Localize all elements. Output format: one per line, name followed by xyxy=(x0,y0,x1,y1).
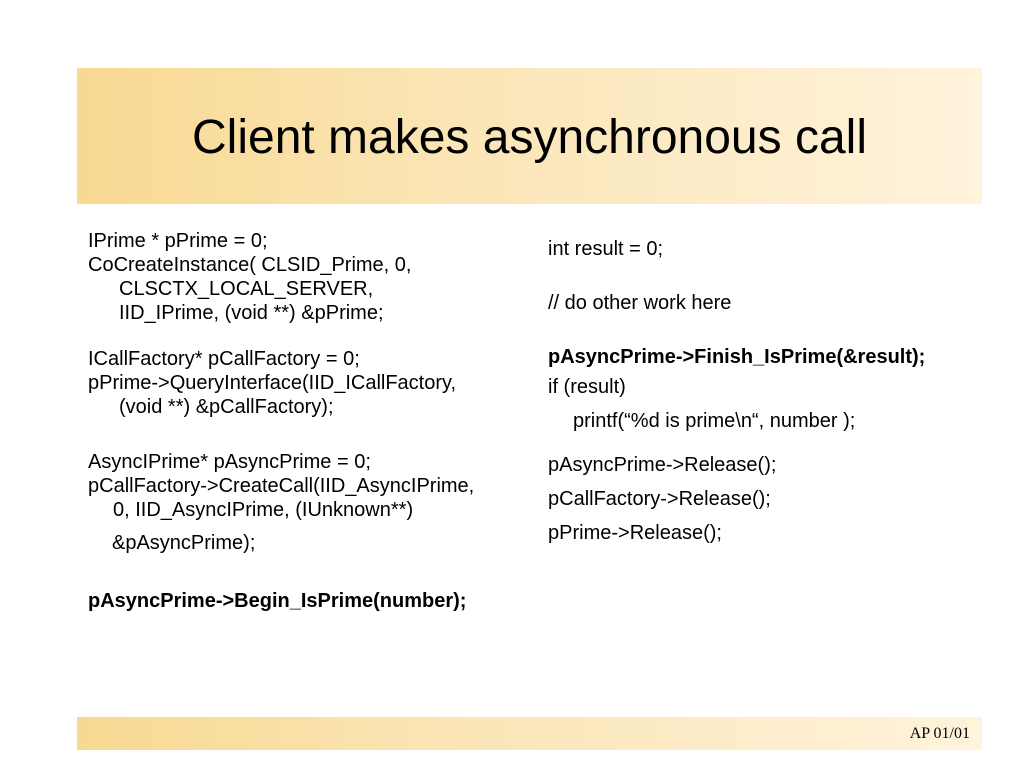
code-line: CLSCTX_LOCAL_SERVER, xyxy=(119,278,374,300)
code-line: &pAsyncPrime); xyxy=(112,532,256,554)
code-line: ICallFactory* pCallFactory = 0; xyxy=(88,348,360,370)
code-line: pCallFactory->Release(); xyxy=(548,488,771,510)
code-line: pPrime->Release(); xyxy=(548,522,722,544)
code-block-create-instance: IPrime * pPrime = 0; CoCreateInstance( C… xyxy=(88,229,538,325)
footer-band: AP 01/01 xyxy=(77,717,982,750)
code-line: int result = 0; xyxy=(548,238,664,260)
code-line: pPrime->QueryInterface(IID_ICallFactory, xyxy=(88,372,457,394)
code-line: IID_IPrime, (void **) &pPrime; xyxy=(119,302,384,324)
slide-title: Client makes asynchronous call xyxy=(192,111,867,164)
code-block-create-call: AsyncIPrime* pAsyncPrime = 0; pCallFacto… xyxy=(88,450,538,555)
code-line: CoCreateInstance( CLSID_Prime, 0, xyxy=(88,254,412,276)
code-line: pAsyncPrime->Release(); xyxy=(548,454,777,476)
code-line: // do other work here xyxy=(548,292,732,314)
footer-label: AP 01/01 xyxy=(909,725,970,742)
code-line-finish-call: pAsyncPrime->Finish_IsPrime(&result); xyxy=(548,346,926,368)
right-code-column: int result = 0; // do other work here pA… xyxy=(548,237,998,545)
code-line: (void **) &pCallFactory); xyxy=(119,396,334,418)
code-line: 0, IID_AsyncIPrime, (IUnknown**) xyxy=(113,499,414,521)
left-code-column: IPrime * pPrime = 0; CoCreateInstance( C… xyxy=(88,229,538,613)
title-band: Client makes asynchronous call xyxy=(77,68,982,204)
code-line: IPrime * pPrime = 0; xyxy=(88,230,268,252)
code-line: AsyncIPrime* pAsyncPrime = 0; xyxy=(88,451,371,473)
code-line-begin-call: pAsyncPrime->Begin_IsPrime(number); xyxy=(88,590,467,612)
code-block-query-interface: ICallFactory* pCallFactory = 0; pPrime->… xyxy=(88,347,538,419)
code-line: pCallFactory->CreateCall(IID_AsyncIPrime… xyxy=(88,475,475,497)
code-line: printf(“%d is prime\n“, number ); xyxy=(573,410,856,432)
code-line: if (result) xyxy=(548,376,626,398)
